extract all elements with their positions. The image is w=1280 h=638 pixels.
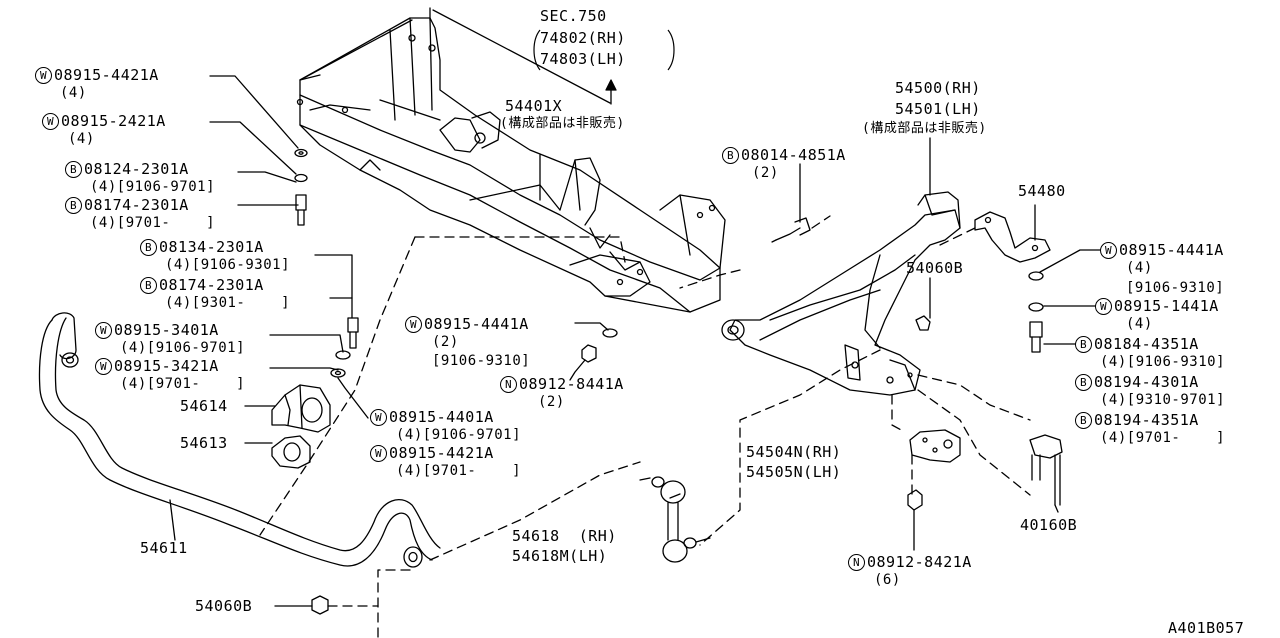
sec-brackets (533, 29, 675, 71)
qty: (4)[9106-9701] (90, 179, 216, 195)
stabilizer-link-drawing (639, 476, 711, 563)
stabilizer-bar-drawing (38, 312, 441, 568)
date-range: [9106-9310] (432, 353, 531, 369)
qty: (4)[9701- ] (120, 376, 246, 392)
qty: (4)[9106-9701] (120, 340, 246, 356)
bolt-icon: B (65, 197, 82, 214)
clamp-bushing-drawing (271, 384, 331, 469)
arrow-up-icon (605, 79, 617, 91)
bracket-54480-drawing (974, 211, 1051, 263)
label-54504n: 54504N(RH) (746, 443, 842, 461)
sec-rh: 74802(RH) (540, 29, 626, 47)
qty: (4) (60, 85, 87, 101)
bolt-icon: B (1075, 374, 1092, 391)
sec-lh: 74803(LH) (540, 50, 626, 68)
washer-icon: W (95, 358, 112, 375)
label-54505n: 54505N(LH) (746, 463, 842, 481)
fasteners-drawing (294, 148, 1044, 615)
qty: (4)[9106-9301] (165, 257, 291, 273)
qty: (4)[9701- ] (1100, 430, 1226, 446)
qty: (4)[9301- ] (165, 295, 291, 311)
label-54618: 54618 (RH) (512, 527, 617, 545)
qty: (4)[9310-9701] (1100, 392, 1226, 408)
qty: (4)[9701- ] (90, 215, 216, 231)
washer-icon: W (1100, 242, 1117, 259)
bolt-icon: B (1075, 336, 1092, 353)
dashed-leader-lines (259, 215, 1031, 638)
washer-icon: W (370, 409, 387, 426)
qty: (4)[9106-9701] (396, 427, 522, 443)
member-part: 54401X (505, 97, 563, 115)
washer-icon: W (405, 316, 422, 333)
qty: (2) (538, 394, 565, 410)
nut-icon: N (500, 376, 517, 393)
arm-rh: 54500(RH) (895, 79, 981, 97)
member-note: (構成部品は非販売) (500, 116, 625, 131)
crossmember-drawing (296, 17, 726, 313)
nut-icon: N (848, 554, 865, 571)
control-arm-drawing (721, 191, 961, 396)
label-54611: 54611 (140, 539, 188, 557)
bolt-icon: B (140, 239, 157, 256)
leader-lines (169, 7, 1101, 607)
label-54060b-right: 54060B (906, 259, 964, 277)
washer-icon: W (42, 113, 59, 130)
washer-icon: W (1095, 298, 1112, 315)
qty: (4) (1126, 316, 1153, 332)
arm-lh: 54501(LH) (895, 100, 981, 118)
washer-icon: W (35, 67, 52, 84)
washer-icon: W (95, 322, 112, 339)
ball-joint-bracket-drawing (909, 429, 961, 463)
label-54618m: 54618M(LH) (512, 547, 608, 565)
bolt-icon: B (65, 161, 82, 178)
label-54480: 54480 (1018, 182, 1066, 200)
qty: (6) (874, 572, 901, 588)
ball-joint-40160b-drawing (1029, 434, 1063, 506)
qty: (4) (68, 131, 95, 147)
label-54614: 54614 (180, 397, 228, 415)
label-40160b: 40160B (1020, 516, 1078, 534)
arm-note: (構成部品は非販売) (862, 121, 987, 136)
qty: (4) (1126, 260, 1153, 276)
label-54060b-left: 54060B (195, 597, 253, 615)
qty: (2) (432, 334, 459, 350)
date-range: [9106-9310] (1126, 280, 1225, 296)
diagram-id: A401B057 (1168, 619, 1245, 637)
bolt-icon: B (140, 277, 157, 294)
washer-icon: W (370, 445, 387, 462)
qty: (2) (752, 165, 779, 181)
label-54613: 54613 (180, 434, 228, 452)
qty: (4)[9106-9310] (1100, 354, 1226, 370)
qty: (4)[9701- ] (396, 463, 522, 479)
bolt-icon: B (1075, 412, 1092, 429)
sec-title: SEC.750 (540, 7, 607, 25)
bolt-icon: B (722, 147, 739, 164)
